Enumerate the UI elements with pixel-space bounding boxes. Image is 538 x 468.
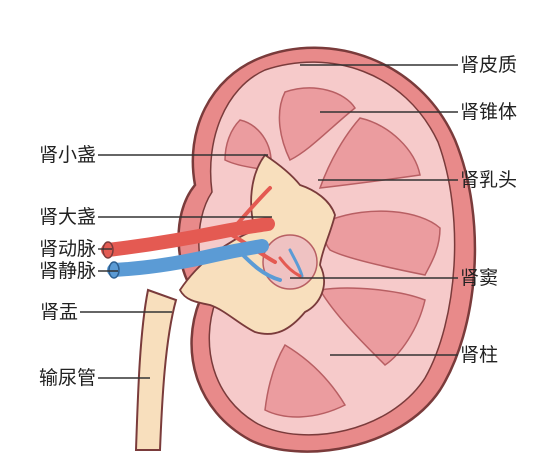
ureter <box>134 288 178 451</box>
renal-pyramids <box>224 87 441 418</box>
renal-sinus <box>262 234 318 290</box>
renal-vein <box>107 239 269 277</box>
pyramid <box>278 87 356 162</box>
renal-vessels <box>101 186 304 282</box>
artery-end <box>102 241 114 259</box>
label-artery: 肾动脉 <box>38 238 96 260</box>
renal-vein-branch <box>236 248 282 282</box>
vein-end <box>108 261 120 279</box>
label-sinus: 肾窦 <box>460 267 499 289</box>
label-cortex: 肾皮质 <box>460 54 518 76</box>
label-pyramid: 肾锥体 <box>460 101 518 123</box>
pyramid <box>264 343 347 418</box>
renal-vein-branch <box>288 248 304 278</box>
label-minor-calyx: 肾小盏 <box>38 144 96 166</box>
label-pelvis: 肾盂 <box>39 301 78 323</box>
pyramid <box>318 287 426 366</box>
label-papilla: 肾乳头 <box>460 169 518 191</box>
label-ureter: 输尿管 <box>38 367 96 389</box>
renal-artery-branch <box>278 256 302 278</box>
label-column: 肾柱 <box>460 344 499 366</box>
pyramid <box>318 117 421 189</box>
renal-artery <box>101 217 275 257</box>
pyramid <box>224 119 272 171</box>
label-vein: 肾静脉 <box>38 260 96 282</box>
renal-artery-branch <box>230 186 272 232</box>
label-major-calyx: 肾大盏 <box>38 206 96 228</box>
